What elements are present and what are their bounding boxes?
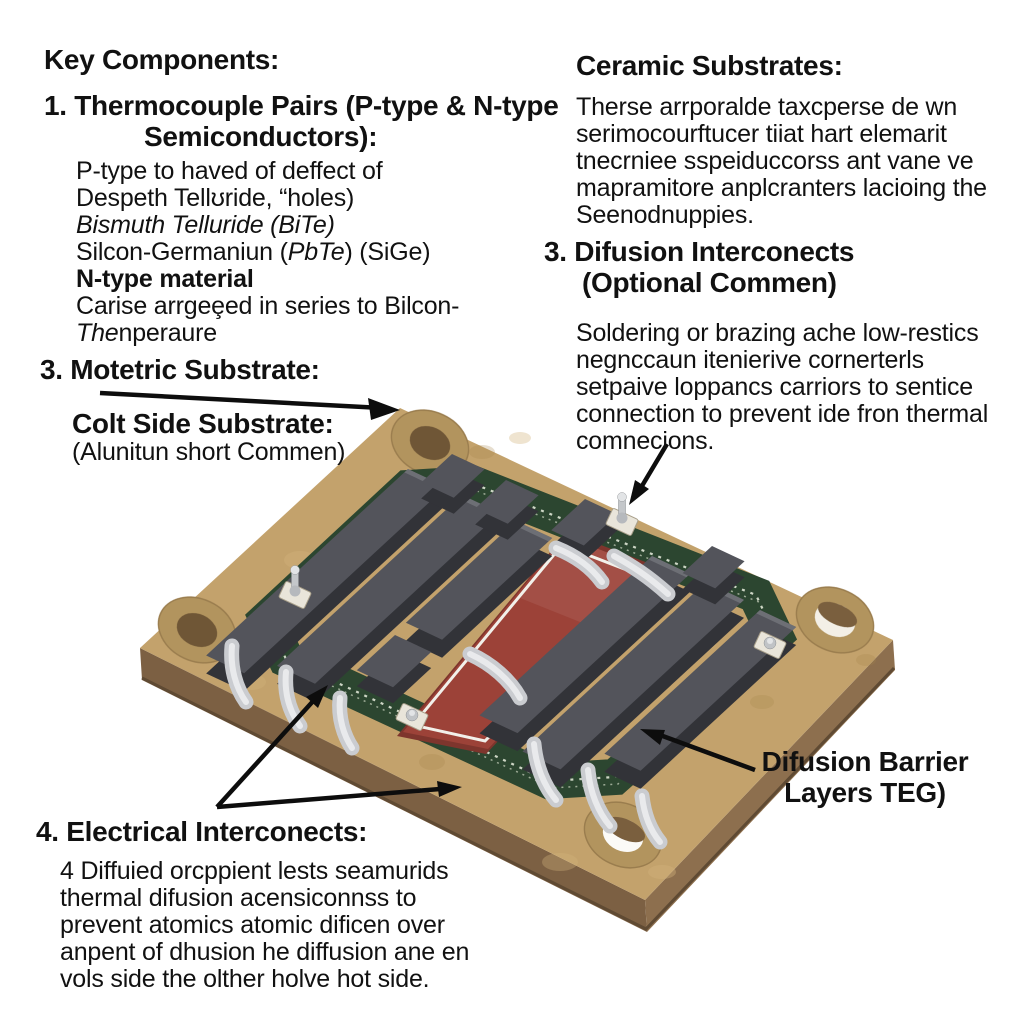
ceramic-body-line: serimocourftucer tiiat hart elemarit: [576, 120, 947, 148]
thermoelectric-legs: [206, 454, 797, 789]
p-type-line4a: Silcon-Germaniun (: [76, 238, 288, 266]
item1-thermocouple-heading: 1. Thermocouple Pairs (P-type & N-type S…: [44, 90, 559, 152]
key-components-heading: Key Components:: [44, 44, 280, 75]
metal-strap: [278, 664, 308, 734]
arrow-electrical-interconects-1: [215, 685, 328, 809]
difusion-heading-line1: 3. Difusion Interconects: [544, 236, 855, 267]
ceramic-body-line: mapramitore anplcranters lacioing the: [576, 174, 987, 202]
cold-side-line1: (Alunitun short Commen): [72, 438, 346, 466]
difusion-interconects-paragraph: Soldering or brazing ache low-restics ne…: [576, 320, 988, 455]
electrical-body-line: thermal difusion acensiconnss to: [60, 884, 417, 912]
arrow-difusion-interconects: [629, 442, 669, 505]
arrow-electrical-interconects-2: [216, 781, 462, 810]
ceramic-body-line: Seenodnuppies.: [576, 201, 754, 229]
electrical-body-line: anpent of dhusion he diffusion ane en: [60, 938, 470, 966]
n-type-paragraph: N-type material Carise arrgeȩed in serie…: [76, 266, 459, 347]
solder-pin: [753, 631, 787, 659]
metal-strap: [580, 762, 618, 834]
metal-straps: [224, 540, 676, 850]
n-type-line1: Carise arrgeȩed in series to Bilcon-: [76, 292, 460, 320]
p-type-line1: P-type to haved of deffect of: [76, 157, 383, 185]
metal-strap: [224, 638, 254, 710]
difusion-body-line: negnccaun itenierive cornerterls: [576, 346, 924, 374]
cold-side-heading: Colt Side Substrate:: [72, 408, 334, 439]
n-type-heading: N-type material: [76, 265, 254, 293]
n-type-line2b: nperaure: [118, 319, 217, 347]
motetric-substrate-heading: 3. Motetric Substrate:: [40, 354, 320, 385]
solder-pin: [278, 565, 312, 609]
difusion-barrier-label: Difusion Barrier Layers TEG): [740, 746, 990, 808]
metal-strap: [634, 788, 668, 850]
ceramic-substrates-heading: Ceramic Substrates:: [576, 50, 843, 81]
board-side-left: [140, 648, 647, 932]
metal-strap: [462, 646, 528, 706]
difusion-heading-line2: (Optional Commen): [582, 267, 837, 298]
n-type-line2a: The: [76, 319, 119, 347]
board-side-faces: [140, 640, 896, 932]
board-side-right: [645, 640, 895, 932]
metal-strap: [332, 690, 360, 756]
p-type-line4b: PbTe: [287, 238, 345, 266]
electrical-body-line: vols side the olther holve hot side.: [60, 965, 430, 993]
annotation-arrows: [99, 390, 756, 810]
n-type-line2: Thenperaure: [76, 320, 459, 347]
difusion-barrier-line1: Difusion Barrier: [761, 746, 969, 777]
p-type-line4c: ) (SiGe): [344, 238, 431, 266]
difusion-body-line: Soldering or brazing ache low-restics: [576, 319, 979, 347]
difusion-body-line: connection to prevent ide fron thermal: [576, 400, 989, 428]
electrical-interconects-heading: 4. Electrical Interconects:: [36, 816, 368, 847]
solder-pins: [278, 492, 787, 731]
difusion-body-line: setpaive loppancs carriors to sentice: [576, 373, 973, 401]
item1-line1: 1. Thermocouple Pairs (P-type & N-type: [44, 90, 559, 121]
arrow-motetric-substrate: [99, 390, 400, 420]
metal-strap: [526, 736, 564, 808]
p-type-paragraph: P-type to haved of deffect of Despeth Te…: [76, 157, 431, 266]
difusion-body-line: comnecions.: [576, 427, 715, 455]
ceramic-body-line: tnecrniee sspeiduccorss ant vane ve: [576, 147, 974, 175]
electrical-interconects-paragraph: 4 Diffuied orcppient lests seamurids the…: [60, 858, 469, 993]
solder-pin: [605, 492, 639, 536]
electrical-body-line: prevent atomics atomic dificen over: [60, 911, 445, 939]
cold-side-substrate-block: Colt Side Substrate: (Alunitun short Com…: [72, 408, 345, 466]
p-type-line4: Silcon-Germaniun (PbTe) (SiGe): [76, 238, 431, 266]
p-type-line3: Bismuth Telluride (BiTe): [76, 211, 335, 239]
ceramic-substrates-paragraph: Therse arrporalde taxcperse de wn serimo…: [576, 94, 987, 229]
p-type-line2: Despeth Tellʊride, “holes): [76, 184, 355, 212]
difusion-interconects-heading: 3. Difusion Interconects (Optional Comme…: [544, 236, 855, 298]
arrow-difusion-barrier: [640, 729, 756, 773]
ceramic-body-line: Therse arrporalde taxcperse de wn: [576, 93, 958, 121]
electrical-body-line: 4 Diffuied orcppient lests seamurids: [60, 857, 449, 885]
metal-strap: [606, 548, 676, 602]
mounting-hole-right: [795, 586, 875, 654]
metal-strap: [548, 540, 610, 590]
solder-pin: [395, 703, 429, 731]
board-side-edge: [141, 666, 896, 931]
difusion-barrier-line2: Layers TEG): [784, 777, 946, 808]
item1-line2: Semiconductors):: [144, 121, 378, 152]
